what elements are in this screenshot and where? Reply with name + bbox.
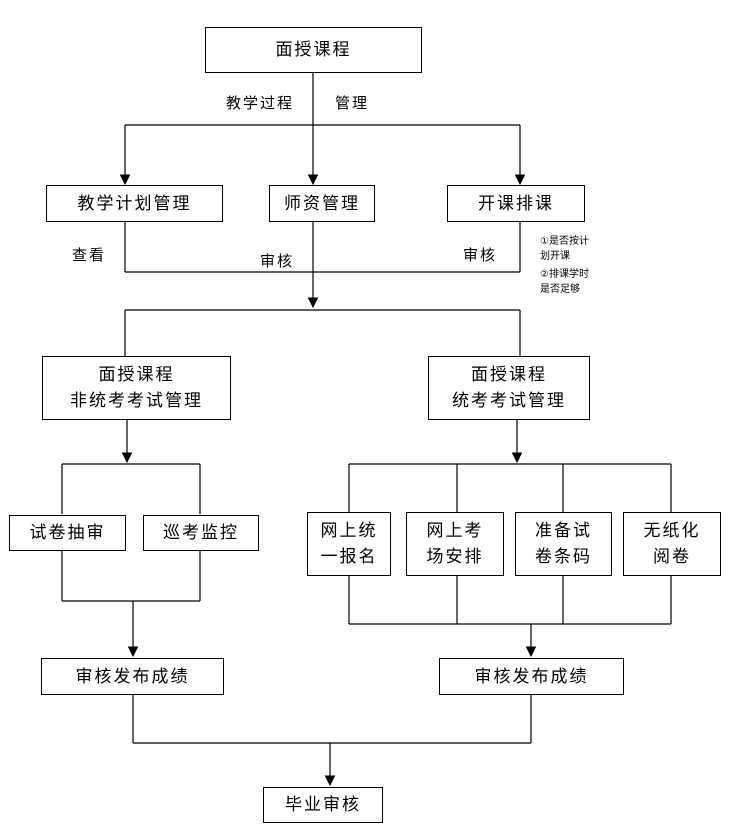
note-line-1: ①是否按计 (540, 236, 589, 247)
node-course-schedule-text: 开课排课 (478, 193, 554, 214)
node-barcode-line1: 准备试 (535, 521, 592, 541)
node-teaching-plan-text: 教学计划管理 (77, 193, 192, 214)
node-graduation-audit-text: 毕业审核 (285, 795, 361, 815)
node-nonunified-exam-line2: 非统考考试管理 (70, 391, 203, 411)
node-online-room-line1: 网上考 (426, 521, 484, 541)
label-teaching-process: 教学过程 (226, 94, 295, 112)
note-line-3: ②排课学时 (540, 269, 589, 280)
node-online-room-arrangement: 网上考 场安排 (406, 512, 504, 576)
node-paperless-line2: 阅卷 (653, 547, 691, 567)
node-course-schedule: 开课排课 (447, 185, 585, 222)
node-unified-exam-line2: 统考考试管理 (452, 391, 566, 411)
node-publish-grades-left-text: 审核发布成绩 (75, 666, 190, 687)
note-line-4: 是否足够 (540, 284, 580, 295)
node-face-course-text: 面授课程 (275, 40, 352, 60)
node-faculty: 师资管理 (269, 185, 375, 222)
node-paperless-line1: 无纸化 (643, 521, 701, 541)
node-face-course: 面授课程 (205, 27, 422, 73)
node-unified-exam: 面授课程 统考考试管理 (428, 356, 590, 420)
node-teaching-plan: 教学计划管理 (46, 185, 223, 222)
node-paper-review-text: 试卷抽审 (29, 523, 106, 543)
node-faculty-text: 师资管理 (284, 193, 360, 214)
node-online-registration-line2: 一报名 (320, 547, 378, 567)
node-barcode-line2: 卷条码 (535, 547, 592, 567)
label-view: 查看 (72, 246, 107, 264)
node-publish-grades-right-text: 审核发布成绩 (474, 666, 589, 687)
label-management: 管理 (335, 94, 370, 112)
node-graduation-audit: 毕业审核 (263, 787, 383, 823)
node-online-registration-line1: 网上统 (320, 521, 378, 541)
node-nonunified-exam: 面授课程 非统考考试管理 (42, 356, 231, 420)
node-publish-grades-left: 审核发布成绩 (41, 658, 224, 695)
note-line-2: 划开课 (540, 251, 570, 262)
label-audit-middle: 审核 (260, 252, 295, 270)
node-nonunified-exam-line1: 面授课程 (98, 365, 175, 385)
node-online-registration: 网上统 一报名 (307, 512, 391, 576)
label-audit-right: 审核 (463, 246, 498, 264)
node-patrol-monitor-text: 巡考监控 (163, 523, 239, 543)
node-paperless-grading: 无纸化 阅卷 (623, 512, 721, 576)
node-prepare-barcode: 准备试 卷条码 (515, 512, 612, 576)
node-unified-exam-line1: 面授课程 (471, 365, 547, 385)
node-publish-grades-right: 审核发布成绩 (439, 658, 624, 695)
node-online-room-line2: 场安排 (426, 547, 484, 567)
node-paper-review: 试卷抽审 (9, 515, 126, 551)
node-patrol-monitor: 巡考监控 (143, 515, 259, 551)
